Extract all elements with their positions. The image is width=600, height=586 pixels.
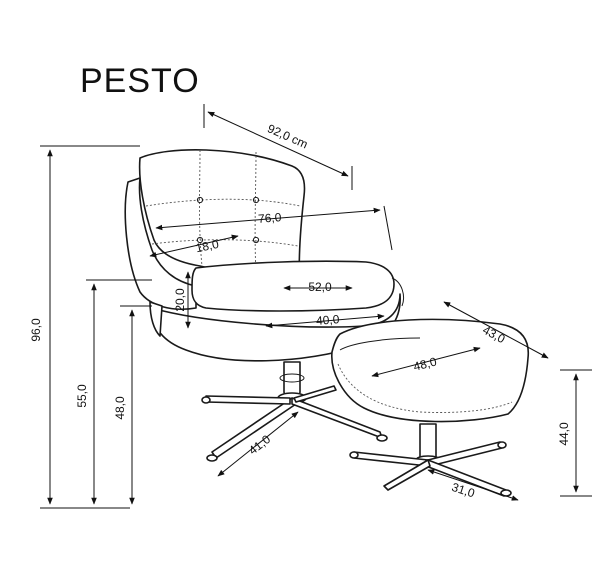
ottoman xyxy=(331,318,530,497)
dim-total-height: 96,0 xyxy=(29,318,43,342)
dim-seat-floor-height: 48,0 xyxy=(113,396,127,420)
product-title: PESTO xyxy=(80,62,200,100)
dim-armrest-width: 18,0 xyxy=(194,237,220,256)
dim-seat-depth: 52,0 xyxy=(308,280,332,294)
dim-armrest-floor-height: 55,0 xyxy=(75,384,89,408)
dim-chair-depth: 92,0 cm xyxy=(265,121,310,151)
dim-ottoman-leg-span: 31,0 xyxy=(450,480,477,501)
dim-seat-width: 76,0 xyxy=(258,210,283,226)
dim-ottoman-top: 48,0 xyxy=(412,354,438,373)
dim-base-inner-width: 40,0 xyxy=(316,312,341,328)
tufting-button-icon xyxy=(252,196,260,204)
armchair xyxy=(124,149,405,462)
dim-ottoman-height: 44,0 xyxy=(557,422,571,446)
tufting-button-icon xyxy=(252,236,260,244)
tufting-button-icon xyxy=(196,196,204,204)
dim-armrest-height: 20,0 xyxy=(173,288,187,312)
